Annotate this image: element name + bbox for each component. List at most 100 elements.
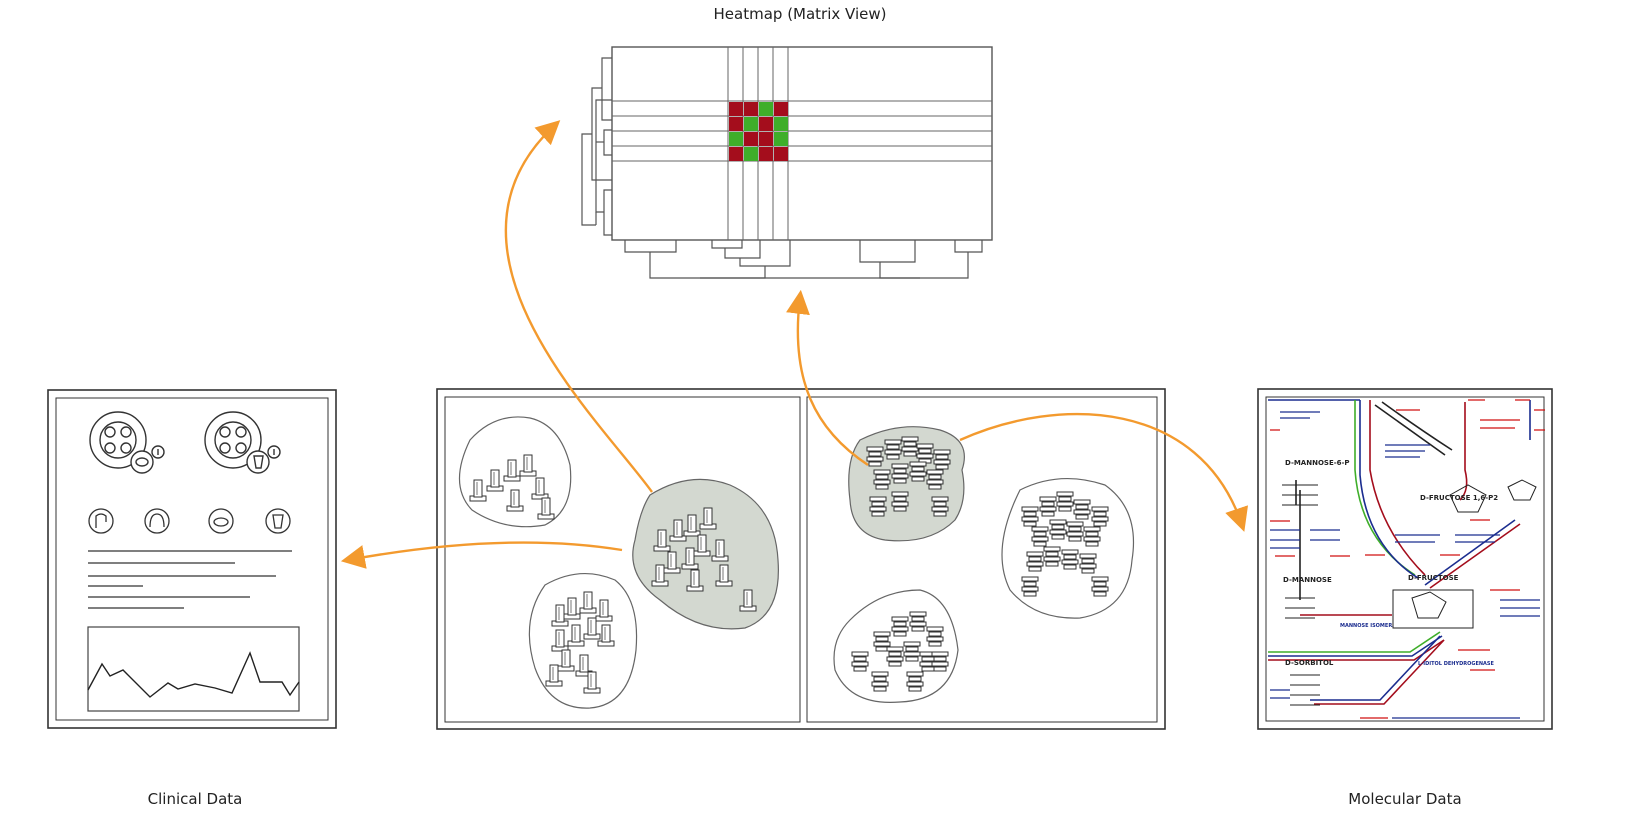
- clinical-label: Clinical Data: [147, 790, 243, 808]
- cell-pillar: [683, 514, 701, 537]
- svg-text:L-IDITOL DEHYDROGENASE: L-IDITOL DEHYDROGENASE: [1418, 661, 1495, 667]
- cell-pillar: [693, 534, 711, 557]
- molecule-spool: [851, 651, 869, 672]
- molecule-spool: [926, 469, 944, 490]
- cell-pillar: [486, 469, 504, 492]
- molecule-spool: [873, 631, 891, 652]
- svg-text:D-MANNOSE: D-MANNOSE: [1283, 576, 1332, 584]
- molecule-spool: [1021, 506, 1039, 527]
- cell-pillar: [651, 564, 669, 587]
- molecule-spool: [1039, 496, 1057, 517]
- molecule-cluster-outline: [833, 589, 959, 703]
- cell-pillar: [715, 564, 733, 587]
- molecule-spool: [884, 439, 902, 460]
- patient-organ-icon: [89, 411, 165, 474]
- molecule-spool: [901, 436, 919, 457]
- clinical-text-lines: [88, 550, 292, 609]
- molecule-spool: [1079, 553, 1097, 574]
- clinical-panel[interactable]: [47, 389, 337, 729]
- molecule-spool: [1026, 551, 1044, 572]
- heatmap-cell: [759, 132, 773, 146]
- cell-pillar: [567, 624, 585, 647]
- cell-pillar: [519, 454, 537, 477]
- molecule-spool: [869, 496, 887, 517]
- molecule-spool: [871, 671, 889, 692]
- heatmap-cell: [729, 147, 743, 161]
- pathway-annotations: [1270, 399, 1545, 719]
- arrow-to-clinical: [340, 541, 623, 569]
- molecule-spool: [891, 616, 909, 637]
- molecule-spool: [1073, 499, 1091, 520]
- molecular-label: Molecular Data: [1348, 790, 1462, 808]
- heatmap-matrix: [611, 46, 993, 241]
- pathway-lines: [1268, 399, 1531, 705]
- heatmap-panel[interactable]: [581, 46, 993, 279]
- pathway-node-texts: D-MANNOSE-6-P D-FRUCTOSE 1,6-P2 D-FRUCTO…: [1283, 459, 1498, 667]
- molecule-spool: [1083, 526, 1101, 547]
- molecule-spool: [931, 496, 949, 517]
- cell-pillar: [583, 617, 601, 640]
- molecule-spool: [873, 469, 891, 490]
- svg-text:D-FRUCTOSE 1,6-P2: D-FRUCTOSE 1,6-P2: [1420, 494, 1498, 502]
- molecule-spool: [891, 463, 909, 484]
- cell-pillar: [531, 477, 549, 500]
- cell-pillar: [583, 671, 601, 694]
- pathway-structures: [1282, 479, 1537, 706]
- molecule-spool: [891, 491, 909, 512]
- cell-pillar: [597, 624, 615, 647]
- cell-icons: [469, 454, 757, 694]
- cell-pillar: [739, 589, 757, 612]
- heatmap-cell: [744, 102, 758, 116]
- heatmap-cell: [744, 132, 758, 146]
- cell-pillar: [506, 489, 524, 512]
- svg-text:MANNOSE ISOMERASE: MANNOSE ISOMERASE: [1340, 623, 1404, 629]
- molecule-spool: [903, 641, 921, 662]
- molecule-spool: [909, 611, 927, 632]
- molecule-spool: [1043, 546, 1061, 567]
- heatmap-cell: [774, 117, 788, 131]
- arrow-to-heatmap-from-cells: [504, 120, 653, 493]
- heatmap-cell: [744, 147, 758, 161]
- heatmap-cell: [774, 102, 788, 116]
- cell-pillar: [537, 497, 555, 520]
- cell-pillar: [503, 459, 521, 482]
- molecule-spool: [1066, 521, 1084, 542]
- cell-pillar: [579, 591, 597, 614]
- molecule-spool: [931, 651, 949, 672]
- cell-pillar: [551, 604, 569, 627]
- heatmap-cell: [774, 132, 788, 146]
- cell-pillar: [686, 569, 704, 592]
- molecule-spool: [1049, 519, 1067, 540]
- molecule-spool: [886, 646, 904, 667]
- cell-pillar: [545, 664, 563, 687]
- molecular-panel[interactable]: D-MANNOSE-6-P D-FRUCTOSE 1,6-P2 D-FRUCTO…: [1257, 388, 1553, 730]
- molecule-spool: [1061, 549, 1079, 570]
- arrow-to-heatmap-from-molecules: [786, 289, 869, 467]
- heatmap-title: Heatmap (Matrix View): [713, 5, 887, 23]
- molecule-spool: [1091, 506, 1109, 527]
- heatmap-cell: [774, 147, 788, 161]
- molecule-spool: [906, 671, 924, 692]
- cluster-panel[interactable]: [436, 388, 1166, 730]
- heatmap-cell: [729, 132, 743, 146]
- arrow-to-molecular: [959, 412, 1249, 532]
- heatmap-cell: [729, 102, 743, 116]
- cell-pillar: [469, 479, 487, 502]
- cell-pillar: [563, 597, 581, 620]
- cell-pillar: [699, 507, 717, 530]
- clinical-line-series: [87, 651, 300, 698]
- heatmap-cell: [729, 117, 743, 131]
- column-dendrogram: [624, 240, 983, 279]
- molecule-spool: [1021, 576, 1039, 597]
- svg-text:D-SORBITOL: D-SORBITOL: [1285, 659, 1334, 667]
- heatmap-cells: [729, 102, 788, 161]
- svg-text:D-FRUCTOSE: D-FRUCTOSE: [1408, 574, 1459, 582]
- heatmap-cell: [759, 147, 773, 161]
- clinical-line-chart: [87, 626, 300, 712]
- cell-pillar: [669, 519, 687, 542]
- molecule-spool: [933, 449, 951, 470]
- heatmap-cell: [759, 117, 773, 131]
- molecule-spool: [1091, 576, 1109, 597]
- molecule-spool: [916, 443, 934, 464]
